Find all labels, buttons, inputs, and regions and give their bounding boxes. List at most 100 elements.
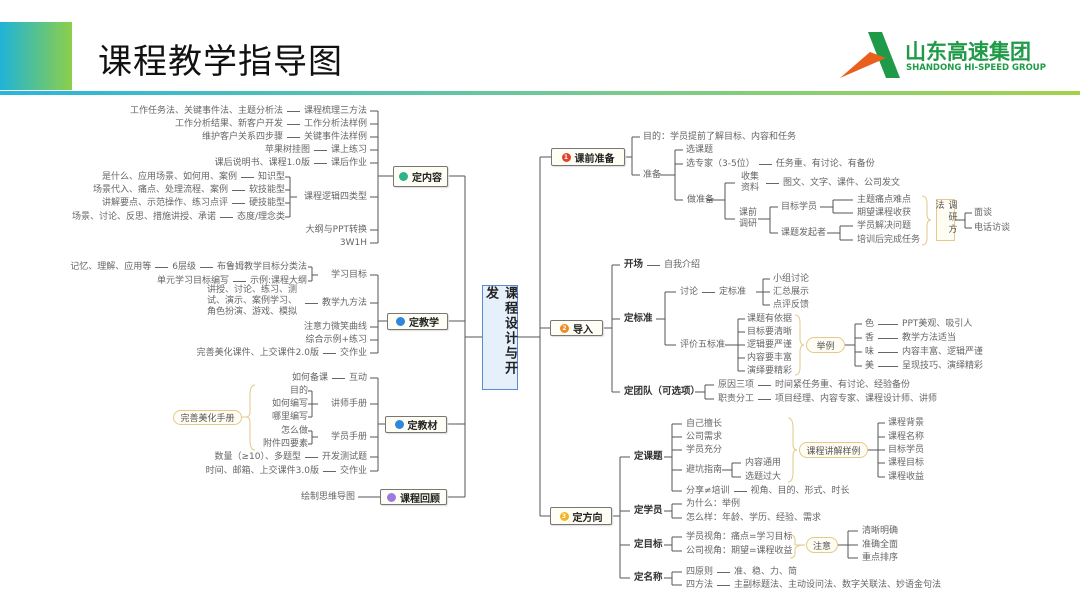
list-item: 课题发起者 xyxy=(781,228,827,238)
list-item: 四方法主副标题法、主动设问法、数字关联法、妙语金句法 xyxy=(686,580,942,590)
research-methods-box: 调研方法 xyxy=(934,199,957,241)
list-item: 目标学员 xyxy=(888,445,925,455)
node-label: 定教材 xyxy=(407,421,438,432)
list-item: 目的 xyxy=(289,386,308,396)
list-item: 目标学员 xyxy=(781,202,818,212)
number-badge-icon xyxy=(394,420,404,429)
list-item: 定团队（可选项） xyxy=(624,386,701,397)
list-item: 课程背景 xyxy=(888,418,925,428)
node-introduction[interactable]: 2 导入 xyxy=(550,320,603,336)
list-item: 课程目标 xyxy=(888,458,925,468)
list-item: 目的：学员提前了解目标、内容和任务 xyxy=(643,132,797,142)
node-define-materials[interactable]: 定教材 xyxy=(385,416,447,433)
list-item: 小组讨论 xyxy=(773,274,810,284)
list-item: 苹果树挂图课上练习 xyxy=(264,145,367,155)
list-item: 是什么、应用场景、如何用、案例知识型 xyxy=(101,172,285,182)
list-item: 主题痛点难点 xyxy=(857,195,912,205)
list-item: 时间、邮箱、上交课件3.0版交作业 xyxy=(205,466,367,476)
teaching-methods-detail: 讲授、讨论、练习、测试、演示、案例学习、角色扮演、游戏、模拟 xyxy=(207,285,298,317)
list-item: 工作任务法、关键事件法、主题分析法课程梳理三方法 xyxy=(129,106,367,116)
list-item: 为什么：举例 xyxy=(686,499,741,509)
list-item: 定课题 xyxy=(634,451,663,462)
node-course-review[interactable]: 课程回顾 xyxy=(380,489,447,505)
list-item: 汇总展示 xyxy=(773,287,810,297)
list-item: 工作分析结果、新客户开发工作分析法样例 xyxy=(174,119,367,129)
list-item: 公司需求 xyxy=(686,432,723,442)
node-label: 定内容 xyxy=(412,173,442,184)
list-item: 四原则准、稳、力、简 xyxy=(686,567,798,577)
list-item: 逻辑要严谨 xyxy=(747,340,793,350)
list-item: 3W1H xyxy=(339,238,367,248)
list-item: 讲师手册 xyxy=(330,399,367,409)
list-item: 培训后完成任务 xyxy=(857,235,921,245)
number-badge-icon xyxy=(396,317,405,326)
logo-name-cn: 山东高速集团 xyxy=(905,40,1031,64)
list-item: 电话访谈 xyxy=(974,223,1011,233)
central-topic[interactable]: 课程设计与开发 xyxy=(482,285,518,390)
node-define-teaching[interactable]: 定教学 xyxy=(387,313,448,330)
note-pill: 注意 xyxy=(806,537,838,553)
list-item: 课程名称 xyxy=(888,432,925,442)
page-title: 课程教学指导图 xyxy=(98,42,343,82)
node-label: 课程回顾 xyxy=(400,493,440,505)
list-item: 做准备 xyxy=(687,195,715,205)
list-item: 课程逻辑四类型 xyxy=(303,192,367,202)
list-item: 香教学方法适当 xyxy=(865,333,957,343)
list-item: 选专家（3-5位）任务重、有讨论、有备份 xyxy=(686,159,875,169)
list-item: 内容通用 xyxy=(745,458,782,468)
node-define-content[interactable]: 定内容 xyxy=(393,166,448,187)
list-item: 场景代入、痛点、处理流程、案例软技能型 xyxy=(92,185,285,195)
list-item: 评价五标准 xyxy=(680,340,726,350)
list-item: 味内容丰富、逻辑严谨 xyxy=(865,347,984,357)
list-item: 课前调研 xyxy=(739,208,758,229)
list-item: 职责分工项目经理、内容专家、课程设计师、讲师 xyxy=(718,394,938,404)
list-item: 怎么做 xyxy=(280,426,308,436)
header-divider xyxy=(0,91,1080,95)
list-item: 学员充分 xyxy=(686,445,723,455)
list-item: 收集资料 xyxy=(741,172,760,193)
number-badge-icon: 1 xyxy=(561,152,571,162)
polish-handbook-pill: 完善美化手册 xyxy=(173,410,242,425)
node-label: 定方向 xyxy=(572,512,603,524)
list-item: 绘制思维导图 xyxy=(300,492,355,502)
list-item: 目标要清晰 xyxy=(747,327,793,337)
list-item: 数量（≥10）、多题型开发测试题 xyxy=(214,452,367,462)
number-badge-icon: 3 xyxy=(559,511,569,521)
list-item: 怎么样：年龄、学历、经验、需求 xyxy=(686,513,822,523)
list-item: 附件四要素 xyxy=(262,439,308,449)
list-item: 重点排序 xyxy=(862,553,899,563)
list-item: 场景、讨论、反思、措施讲授、承诺态度/理念类 xyxy=(71,212,285,222)
list-item: 内容要丰富 xyxy=(747,353,793,363)
list-item: 准确全面 xyxy=(862,540,899,550)
list-item: 定目标 xyxy=(634,539,663,550)
number-badge-icon xyxy=(387,492,396,502)
list-item: 图文、文字、课件、公司发文 xyxy=(766,177,900,189)
list-item: 如何编写 xyxy=(271,399,308,409)
list-item: 学习目标 xyxy=(330,270,367,280)
list-item: 讨论定标准 xyxy=(680,287,747,297)
list-item: 期望课程收获 xyxy=(857,208,912,218)
number-badge-icon: 2 xyxy=(560,323,569,333)
list-item: 定名称 xyxy=(634,572,663,583)
list-item: 点评反馈 xyxy=(773,300,810,310)
logo-name-en: SHANDONG HI-SPEED GROUP xyxy=(906,63,1046,73)
list-item: 维护客户关系四步骤关键事件法样例 xyxy=(201,132,367,142)
node-label: 定教学 xyxy=(409,318,439,329)
list-item: 学员视角：痛点=学习目标 xyxy=(686,532,793,542)
list-item: 课题有依据 xyxy=(747,314,793,324)
list-item: 讲解要点、示范操作、练习点评硬技能型 xyxy=(101,198,285,208)
list-item: 课程收益 xyxy=(888,472,925,482)
node-label: 课前准备 xyxy=(574,153,615,165)
list-item: 自己擅长 xyxy=(686,419,723,429)
list-item: 学员解决问题 xyxy=(857,221,912,231)
number-badge-icon xyxy=(399,172,408,181)
list-item: 分享≠培训视角、目的、形式、时长 xyxy=(686,486,850,496)
list-item: 单元学习目标编写示例:课程大纲 xyxy=(156,276,307,286)
example-pill: 举例 xyxy=(806,337,845,353)
header-accent-bar xyxy=(0,22,72,90)
node-label: 导入 xyxy=(573,324,593,336)
